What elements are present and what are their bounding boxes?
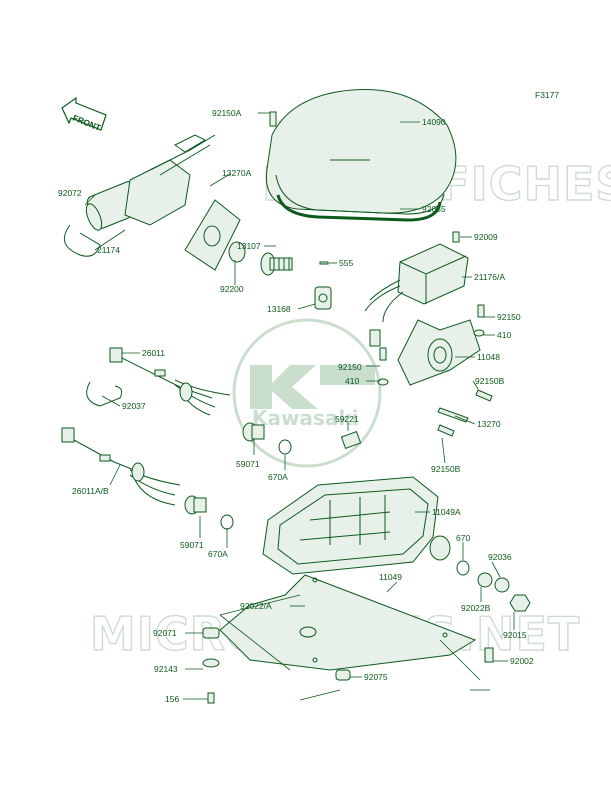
label-92071: 92071 <box>153 628 177 638</box>
figure-code: F3177 <box>535 90 559 100</box>
label-92150-lower: 92150 <box>338 362 362 372</box>
label-410-upper: 410 <box>497 330 511 340</box>
strap-92037 <box>86 381 123 407</box>
label-59071-lower: 59071 <box>180 540 204 550</box>
label-13270a: 13270A <box>222 168 252 178</box>
harness-26011 <box>109 347 231 416</box>
shaft-13107 <box>228 241 293 276</box>
label-555: 555 <box>339 258 353 268</box>
grommet-59071 <box>184 422 292 530</box>
label-13168: 13168 <box>267 304 291 314</box>
label-13270: 13270 <box>477 419 501 429</box>
strap-13270 <box>437 407 469 423</box>
label-11049: 11049 <box>379 572 402 582</box>
clamp-13168 <box>314 286 332 310</box>
kawasaki-logo: Kawasaki <box>232 318 382 468</box>
label-92002: 92002 <box>510 656 534 666</box>
control-box-21176a <box>364 231 469 347</box>
label-26011ab: 26011A/B <box>72 486 109 496</box>
label-92009: 92009 <box>474 232 498 242</box>
mount-92071 <box>202 626 494 704</box>
motor-21174 <box>63 134 216 257</box>
logo-text: Kawasaki <box>252 406 359 430</box>
pin-555 <box>319 261 329 265</box>
label-92200: 92200 <box>220 284 244 294</box>
label-670: 670 <box>456 533 470 543</box>
label-92036: 92036 <box>488 552 512 562</box>
label-21176a: 21176/A <box>474 272 505 282</box>
case-11049a <box>262 476 470 576</box>
label-92015: 92015 <box>503 630 527 640</box>
washers-92036-92022b-92015 <box>477 572 531 612</box>
label-92037: 92037 <box>122 401 146 411</box>
label-11049a: 11049A <box>432 507 461 517</box>
label-92055: 92055 <box>422 204 446 214</box>
label-410-lower: 410 <box>345 376 359 386</box>
label-670a-lower: 670A <box>208 549 228 559</box>
label-92075: 92075 <box>364 672 388 682</box>
label-14090: 14090 <box>422 117 446 127</box>
part-labels: 92150A 14090 13270A 92072 21174 92055 13… <box>58 108 534 704</box>
label-59221: 59221 <box>335 414 359 424</box>
label-92150b-upper: 92150B <box>475 376 505 386</box>
label-59071-upper: 59071 <box>236 459 260 469</box>
bracket-11048 <box>397 319 481 386</box>
label-156: 156 <box>165 694 179 704</box>
cover-14090 <box>265 88 457 222</box>
harness-26011ab <box>61 427 181 506</box>
label-670a-upper: 670A <box>268 472 288 482</box>
bolt-92150 <box>269 111 493 437</box>
plate-13270a <box>184 199 241 271</box>
label-92150a: 92150A <box>212 108 242 118</box>
label-21174: 21174 <box>97 245 120 255</box>
label-92072: 92072 <box>58 188 82 198</box>
label-13107: 13107 <box>237 241 261 251</box>
front-arrow: FRONT <box>61 96 107 133</box>
label-92143: 92143 <box>154 664 178 674</box>
label-92150b-lower: 92150B <box>431 464 461 474</box>
label-26011: 26011 <box>142 348 165 358</box>
label-92022b: 92022B <box>461 603 491 613</box>
label-92022a: 92022/A <box>240 601 272 611</box>
label-92150-upper: 92150 <box>497 312 521 322</box>
leader-lines <box>84 112 515 701</box>
label-11048: 11048 <box>477 352 500 362</box>
plug-59221 <box>340 430 362 450</box>
